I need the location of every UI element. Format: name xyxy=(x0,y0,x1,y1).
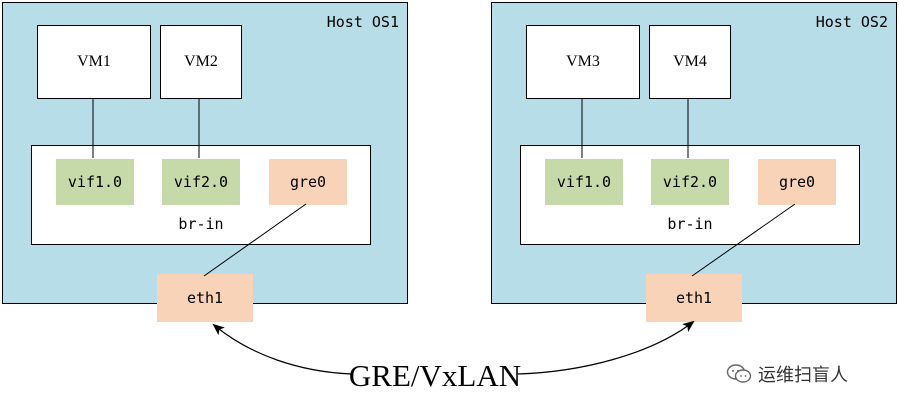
watermark: 运维扫盲人 xyxy=(726,361,848,387)
bridge-br-in: vif1.0 vif2.0 gre0 br-in xyxy=(520,145,860,245)
port-vif1-0: vif1.0 xyxy=(545,159,623,205)
port-vif2-0: vif2.0 xyxy=(651,159,729,205)
watermark-text: 运维扫盲人 xyxy=(758,365,848,386)
port-gre0: gre0 xyxy=(269,159,347,205)
host-os1: Host OS1 VM1 VM2 vif1.0 vif2.0 gre0 br-i… xyxy=(2,2,408,304)
vm-box-vm3: VM3 xyxy=(526,25,640,99)
nic-eth1-host1: eth1 xyxy=(157,274,253,322)
bridge-label: br-in xyxy=(178,215,224,233)
host-label: Host OS2 xyxy=(815,13,888,31)
vm-box-vm2: VM2 xyxy=(160,25,242,99)
tunnel-label: GRE/VxLAN xyxy=(348,358,522,393)
vm-box-vm1: VM1 xyxy=(37,25,151,99)
port-vif2-0: vif2.0 xyxy=(162,159,240,205)
host-label: Host OS1 xyxy=(326,13,399,31)
nic-eth1-host2: eth1 xyxy=(646,274,742,322)
port-vif1-0: vif1.0 xyxy=(56,159,134,205)
vm-box-vm4: VM4 xyxy=(649,25,731,99)
host-os2: Host OS2 VM3 VM4 vif1.0 vif2.0 gre0 br-i… xyxy=(491,2,897,304)
wechat-icon xyxy=(726,364,752,383)
port-gre0: gre0 xyxy=(758,159,836,205)
bridge-label: br-in xyxy=(667,215,713,233)
bridge-br-in: vif1.0 vif2.0 gre0 br-in xyxy=(31,145,371,245)
